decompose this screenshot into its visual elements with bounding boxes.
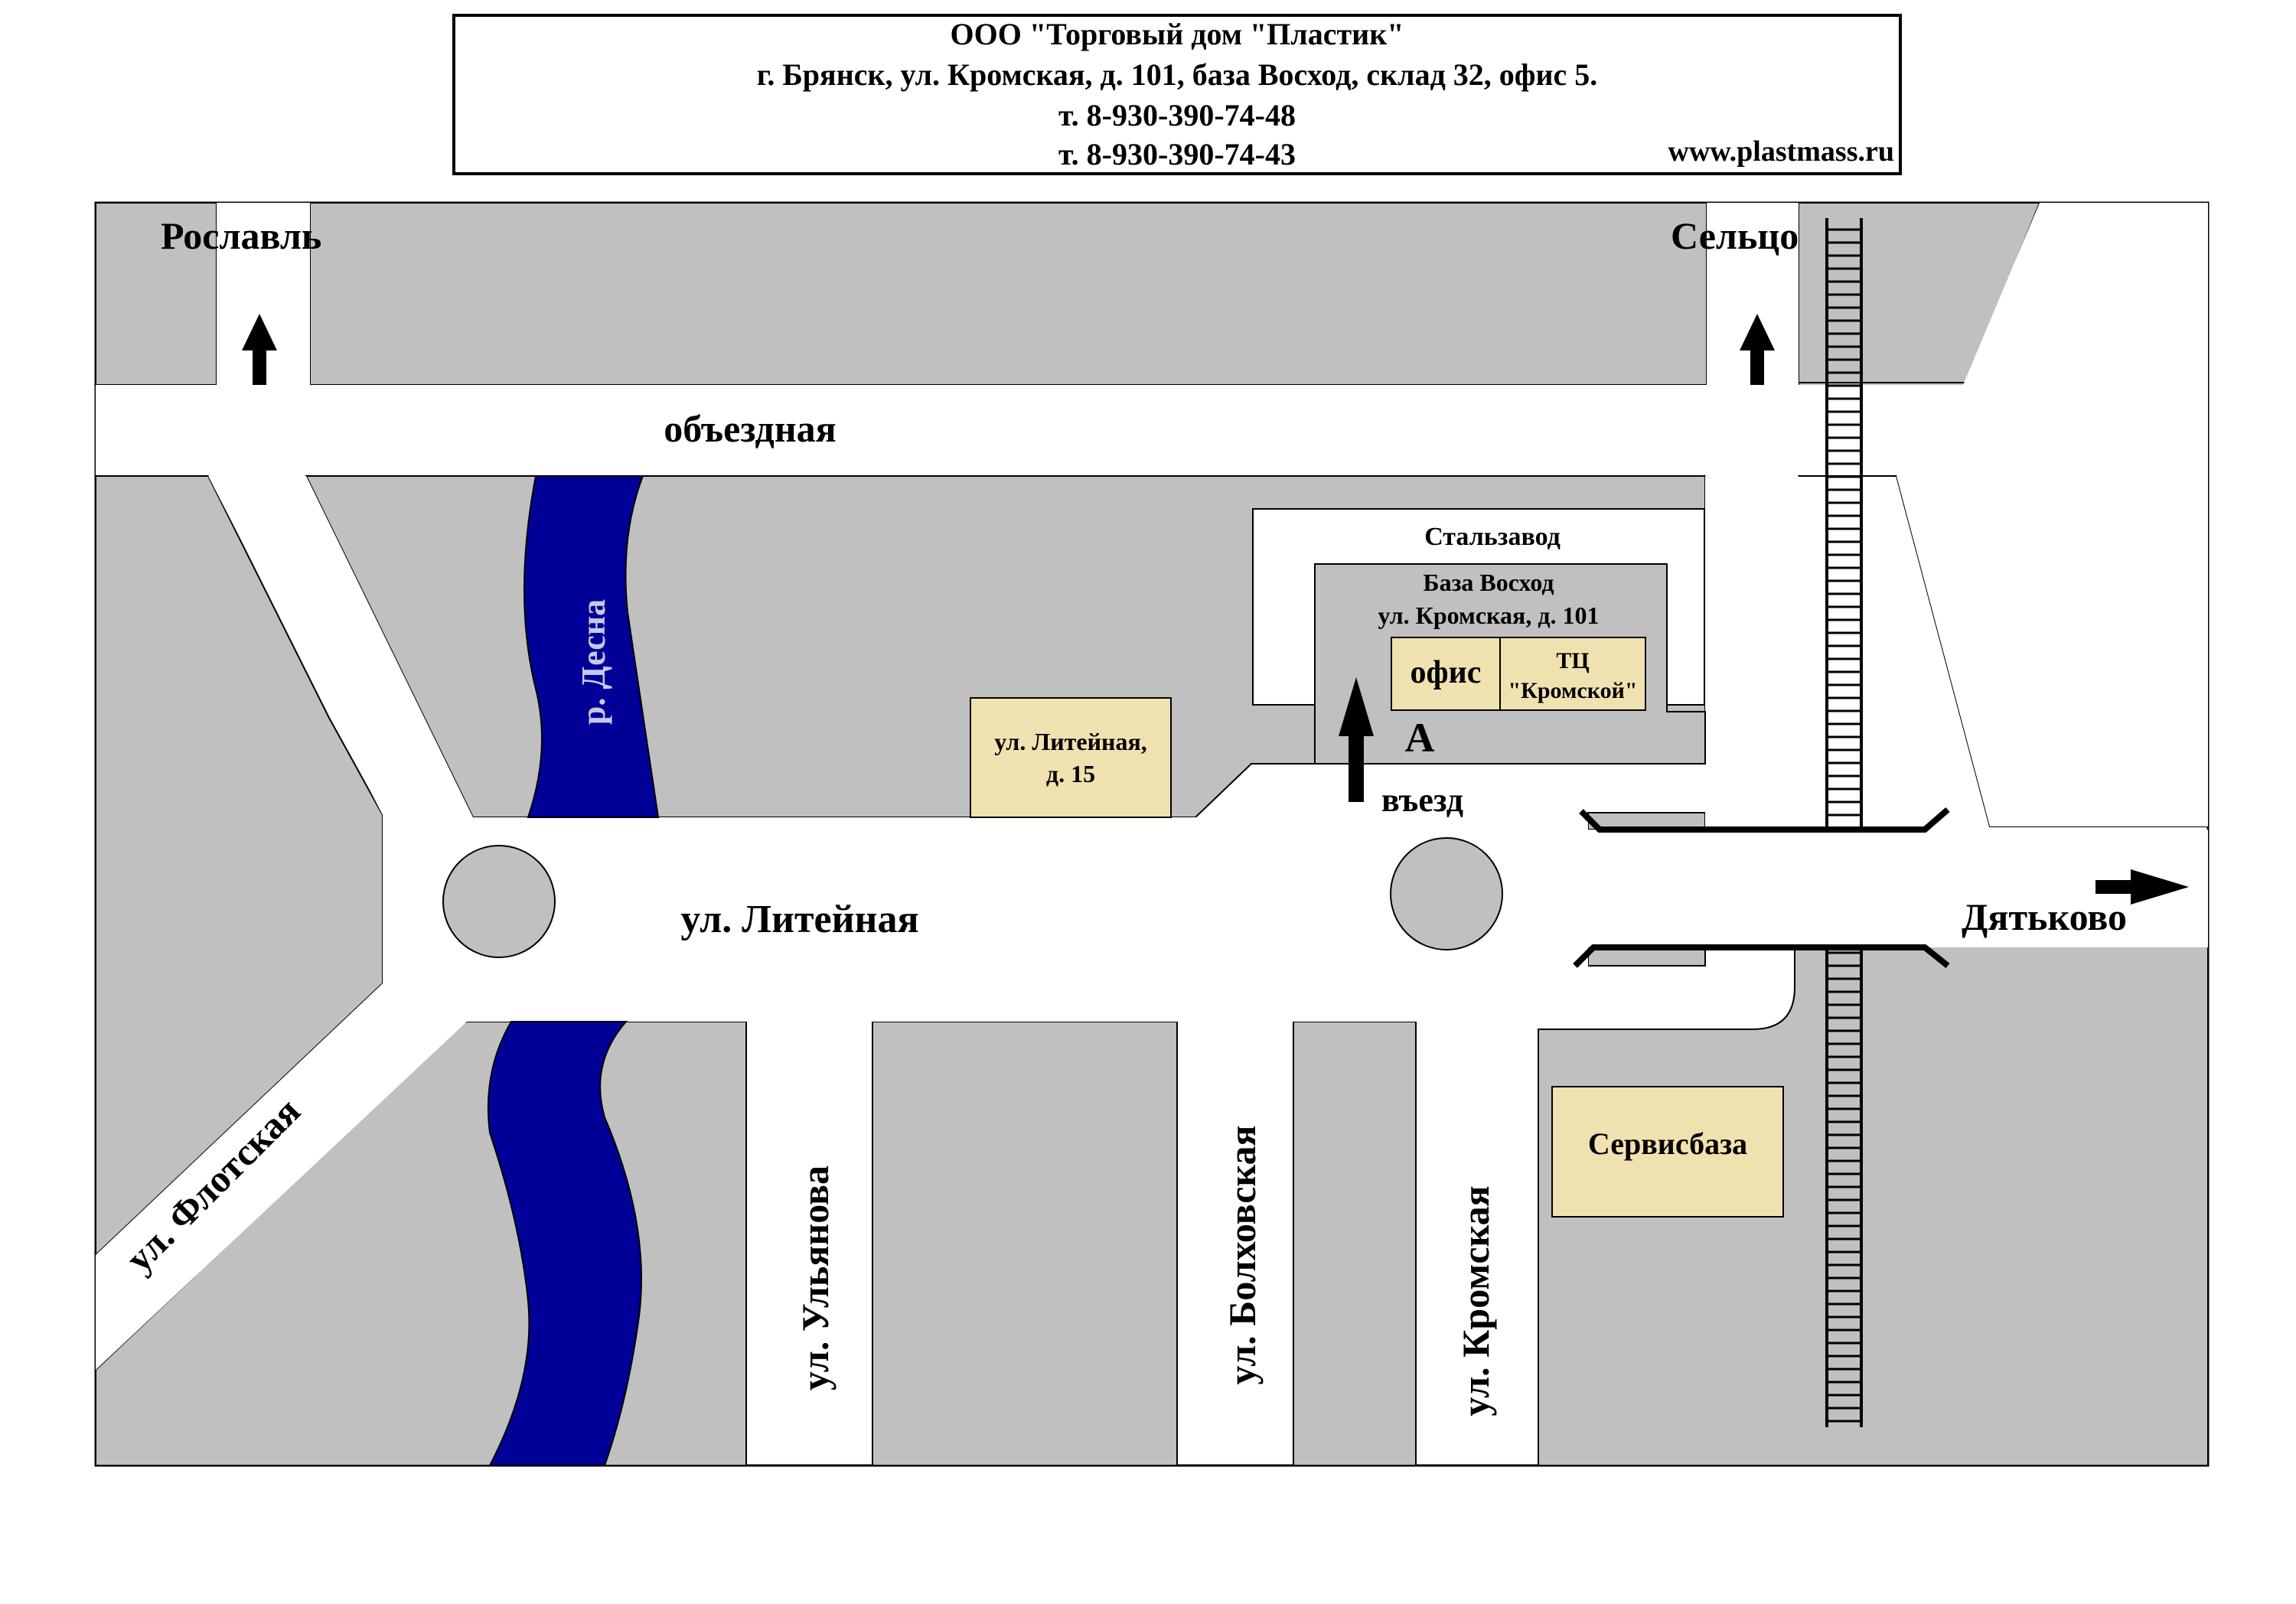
entry-label: въезд [1381,781,1463,819]
river-desna-north [523,475,660,818]
railway [1825,218,1863,1427]
website-link[interactable]: www.plastmass.ru [1668,135,1894,168]
mall-label-line1: ТЦ [1556,648,1589,673]
railway-bridge [1573,807,1950,969]
river-desna-south [487,1021,642,1466]
mall-label-line2: "Кромской" [1508,678,1637,703]
entry-marker: А [1405,715,1435,761]
river-label: р. Десна [575,599,612,725]
base-name: База Восход [1423,569,1554,596]
building-liteynaya-15 [970,697,1172,818]
block-top-middle [309,202,1707,386]
base-address: ул. Кромская, д. 101 [1378,602,1600,629]
block-bottom-3 [1293,1021,1417,1466]
company-name: ООО "Торговый дом "Пластик" [951,17,1404,51]
road-ulyanova-label: ул. Ульянова [794,1166,837,1390]
servicebase-building [1551,1086,1784,1218]
direction-dyatkovo: Дятьково [1962,895,2127,938]
road-kromskaya-label: ул. Кромская [1454,1185,1497,1416]
liteynaya15-line2: д. 15 [1046,760,1095,787]
road-bolkhovskaya-label: ул. Болховская [1221,1125,1264,1384]
arrow-roslavl [242,314,277,385]
company-address: г. Брянск, ул. Кромская, д. 101, база Во… [757,57,1598,92]
phone-1: т. 8-930-390-74-48 [1058,98,1296,132]
mall-kromskoy [1499,637,1646,711]
direction-seltso: Сельцо [1671,214,1799,257]
road-bypass-label: объездная [664,407,836,450]
phone-2: т. 8-930-390-74-43 [1058,137,1296,171]
servicebase-label: Сервисбаза [1588,1126,1747,1161]
block-bottom-2 [872,1021,1178,1466]
office-building[interactable] [1391,637,1501,711]
roundabout-west [442,845,556,958]
steelworks-label: Стальзавод [1424,523,1561,551]
direction-roslavl: Рославль [161,214,321,257]
header-box: ООО "Торговый дом "Пластик" г. Брянск, у… [452,14,1902,175]
arrow-seltso [1740,314,1775,385]
roundabout-east [1390,837,1503,950]
liteynaya15-line1: ул. Литейная, [994,728,1147,755]
arrow-dyatkovo [2095,869,2189,905]
office-label: офис [1411,655,1482,690]
roads [96,203,2208,1370]
entry-arrow [1339,677,1374,802]
block-top-left [95,202,217,386]
road-liteynaya-label: ул. Литейная [680,898,918,941]
